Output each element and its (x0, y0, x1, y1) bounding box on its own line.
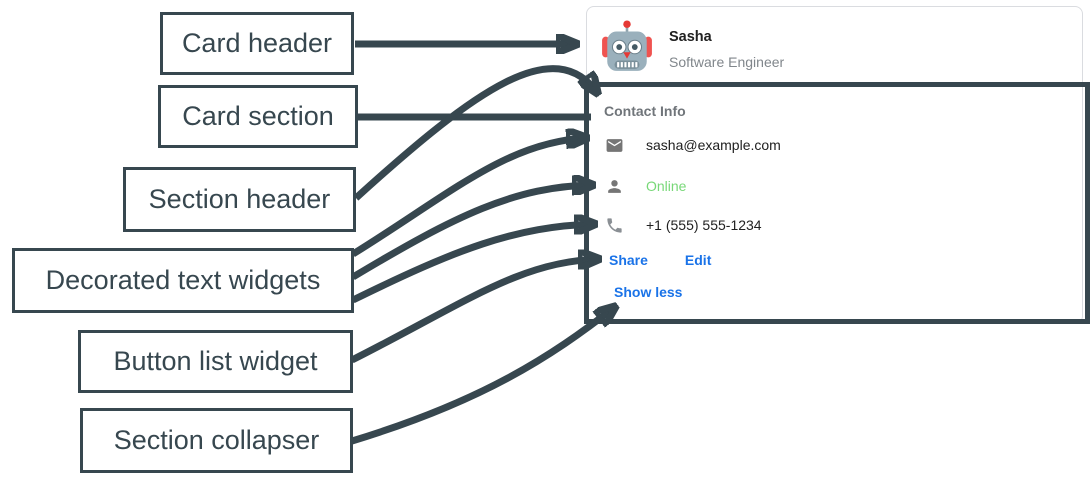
contact-card: Sasha Software Engineer Contact Info sas… (586, 6, 1083, 324)
arrow-section-collapser (350, 306, 616, 445)
person-icon (605, 177, 627, 196)
phone-text: +1 (555) 555-1234 (646, 217, 762, 233)
arrow-section-header (353, 65, 598, 201)
phone-icon (605, 216, 627, 235)
edit-button[interactable]: Edit (684, 252, 712, 268)
decorated-text-status: Online (605, 172, 686, 200)
status-text: Online (646, 178, 687, 194)
card-title: Sasha (669, 29, 712, 45)
arrow-decorated-phone (351, 224, 596, 304)
share-button[interactable]: Share (609, 252, 648, 268)
arrow-decorated-email (351, 138, 588, 257)
button-list: Share Edit (609, 252, 711, 268)
arrow-decorated-status (351, 185, 594, 281)
arrow-button-list (350, 259, 600, 364)
section-collapser-button[interactable]: Show less (614, 284, 683, 300)
decorated-text-email: sasha@example.com (605, 131, 781, 159)
email-text: sasha@example.com (646, 137, 781, 153)
label-card-section: Card section (158, 85, 358, 148)
robot-avatar-icon (602, 19, 652, 73)
label-section-header: Section header (123, 167, 356, 232)
label-section-collapser: Section collapser (80, 408, 353, 473)
card-subtitle: Software Engineer (669, 54, 785, 70)
label-button-list-widget: Button list widget (78, 330, 353, 393)
label-card-header: Card header (160, 12, 354, 75)
email-icon (605, 136, 627, 155)
decorated-text-phone: +1 (555) 555-1234 (605, 211, 762, 239)
section-header: Contact Info (604, 103, 686, 119)
label-decorated-text-widgets: Decorated text widgets (12, 248, 354, 313)
